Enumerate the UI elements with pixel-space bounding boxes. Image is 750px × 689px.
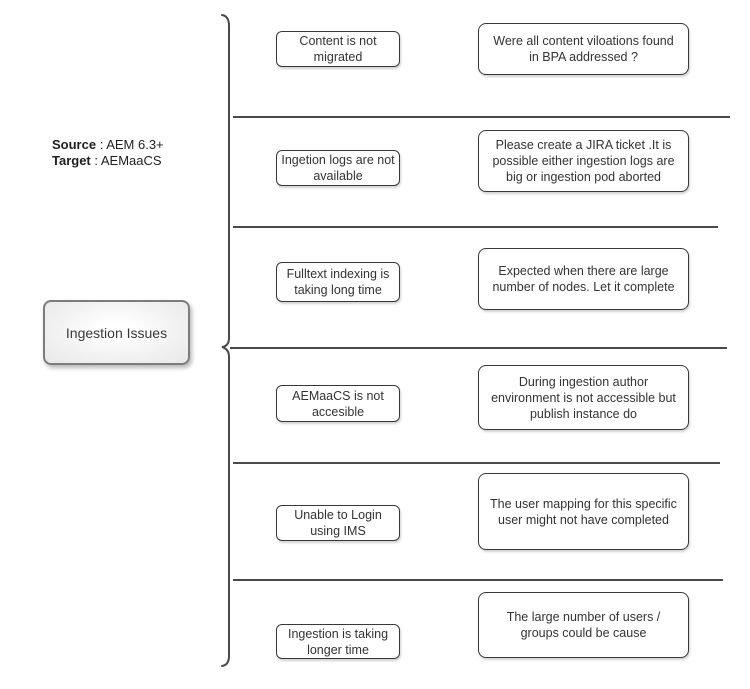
resolution-node: During ingestion author environment is n… xyxy=(478,365,689,430)
issue-node: Unable to Login using IMS xyxy=(276,505,400,541)
curly-brace xyxy=(221,14,230,667)
root-node-ingestion-issues: Ingestion Issues xyxy=(43,300,190,365)
resolution-node: Were all content viloations found in BPA… xyxy=(478,23,689,75)
source-key: Source xyxy=(52,137,97,152)
issue-node: Fulltext indexing is taking long time xyxy=(276,262,400,302)
issue-node: Ingestion is taking longer time xyxy=(276,624,400,659)
resolution-node: The large number of users / groups could… xyxy=(478,592,689,658)
resolution-node: Please create a JIRA ticket .It is possi… xyxy=(478,130,689,192)
issue-node: AEMaaCS is not accesible xyxy=(276,385,400,422)
source-line: Source : AEM 6.3+ xyxy=(52,137,164,153)
source-target-label: Source : AEM 6.3+ Target : AEMaaCS xyxy=(52,137,164,169)
issue-node: Ingetion logs are not available xyxy=(276,150,400,186)
source-value: : AEM 6.3+ xyxy=(96,137,164,152)
resolution-node: Expected when there are large number of … xyxy=(478,248,689,310)
target-line: Target : AEMaaCS xyxy=(52,153,164,169)
resolution-node: The user mapping for this specific user … xyxy=(478,473,689,550)
issue-node: Content is not migrated xyxy=(276,31,400,67)
target-value: : AEMaaCS xyxy=(90,153,162,168)
target-key: Target xyxy=(52,153,91,168)
